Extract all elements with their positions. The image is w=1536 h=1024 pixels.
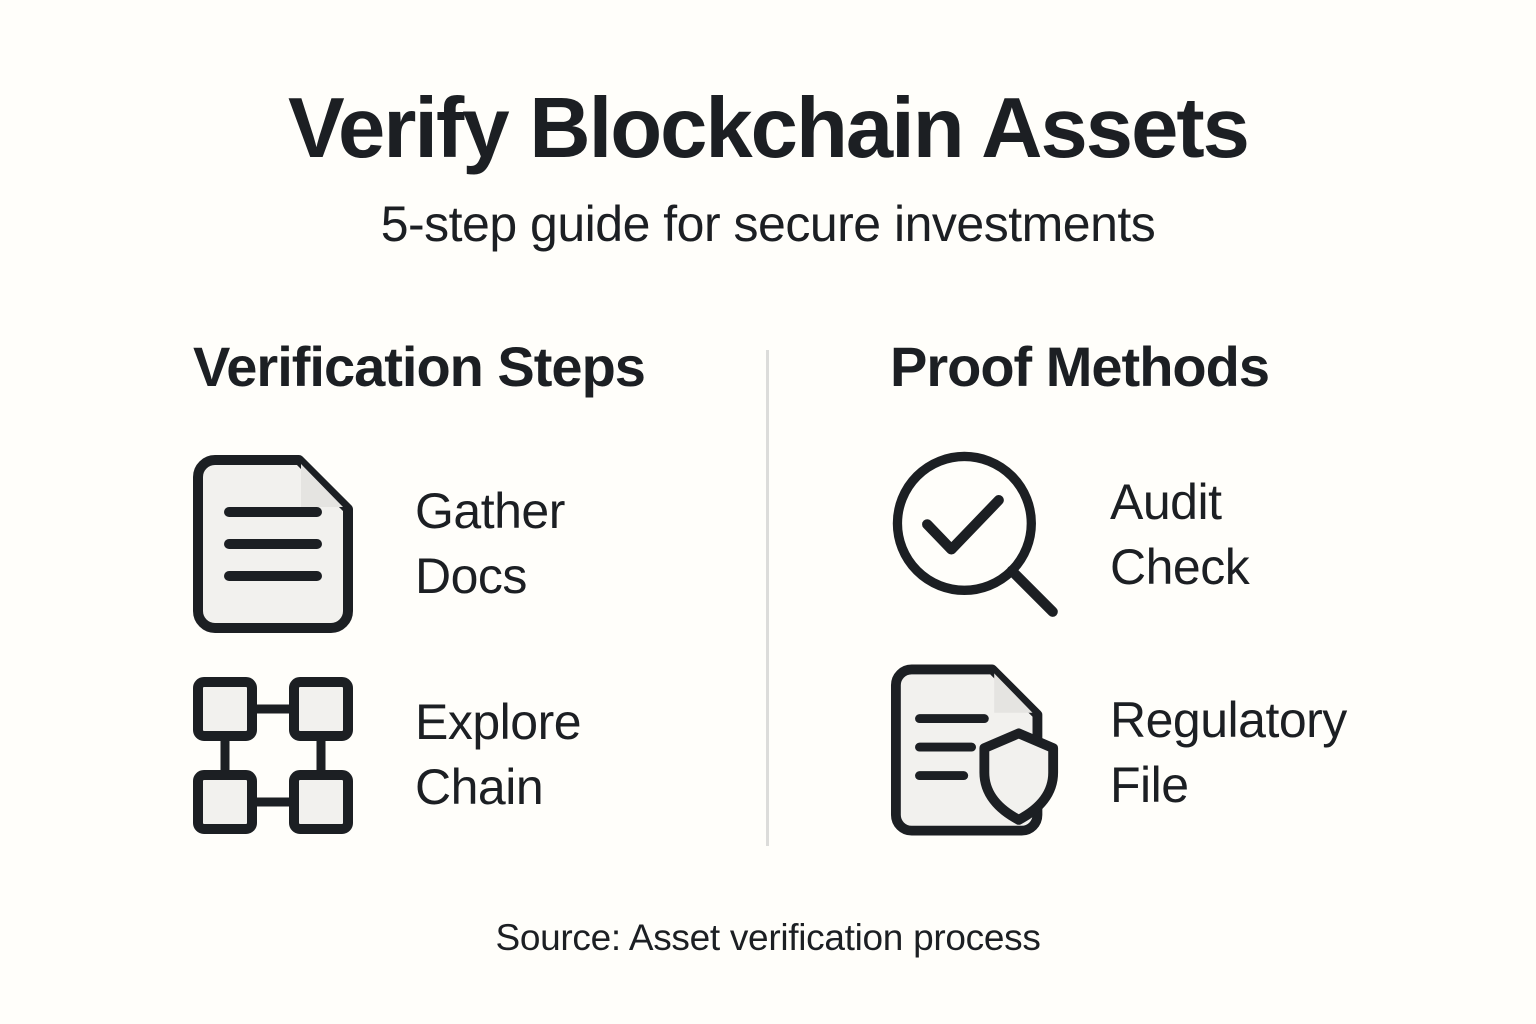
list-item: Explore Chain — [193, 676, 768, 834]
column-title: Verification Steps — [193, 335, 646, 398]
list-item: Gather Docs — [193, 454, 768, 633]
icon-box — [193, 454, 353, 633]
icon-box — [890, 445, 1062, 625]
icon-box — [193, 676, 353, 834]
item-label: Audit Check — [1110, 470, 1250, 600]
list-item: Regulatory File — [890, 663, 1536, 843]
column-divider — [766, 350, 769, 846]
blockchain-icon — [193, 676, 353, 834]
magnifier-check-icon — [892, 451, 1058, 617]
item-label-line: Gather — [415, 482, 565, 539]
item-label-line: Chain — [415, 759, 544, 816]
column-proof-methods: Proof Methods Audit Check — [768, 336, 1536, 843]
source-note: Source: Asset verification process — [495, 917, 1041, 958]
footer: Source: Asset verification process — [0, 916, 1536, 960]
item-label-line: Docs — [415, 547, 527, 604]
page-subtitle: 5-step guide for secure investments — [380, 196, 1156, 252]
page-title: Verify Blockchain Assets — [288, 81, 1250, 176]
document-icon — [193, 454, 353, 633]
icon-box — [890, 663, 1062, 843]
item-label-line: Audit — [1110, 473, 1222, 530]
column-verification-steps: Verification Steps Gather Docs — [0, 336, 768, 834]
item-label-line: Regulatory — [1110, 691, 1347, 748]
list-item: Audit Check — [890, 445, 1536, 625]
column-title: Proof Methods — [890, 335, 1270, 398]
item-label: Gather Docs — [415, 479, 565, 609]
item-label: Regulatory File — [1110, 688, 1347, 818]
header: Verify Blockchain Assets 5-step guide fo… — [0, 0, 1536, 254]
item-label: Explore Chain — [415, 690, 582, 820]
item-label-line: File — [1110, 756, 1189, 813]
item-label-line: Explore — [415, 694, 582, 751]
document-shield-icon — [890, 664, 1059, 836]
item-label-line: Check — [1110, 538, 1250, 595]
